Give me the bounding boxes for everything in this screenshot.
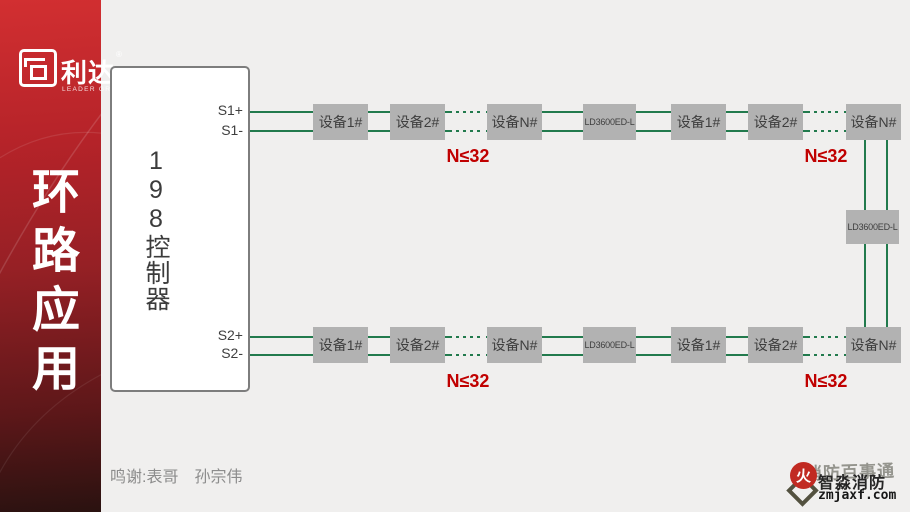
leader-logo-icon [19, 49, 57, 87]
terminal-s2-plus: S2+ [217, 327, 243, 343]
sidebar-arc-decoration [0, 113, 101, 474]
device-box: 设备N# [487, 327, 542, 363]
device-box: 设备2# [390, 327, 445, 363]
device-box: 设备2# [748, 104, 803, 140]
zhimiao-logo-icon: 火 [790, 462, 817, 489]
credit-text: 鸣谢:表哥 孙宗伟 [110, 469, 243, 486]
device-limit-label: N≤32 [804, 371, 848, 391]
flame-icon: 火 [795, 468, 811, 485]
isolator-box: LD3600ED-L [846, 210, 899, 244]
device-box: 设备2# [748, 327, 803, 363]
sidebar: 利达 ® LEADER GROUP 环路应用 [0, 0, 128, 512]
watermark-brand: 智淼消防 [818, 475, 887, 492]
terminal-s1-minus: S1- [221, 122, 243, 138]
leader-logo-icon-box [30, 65, 47, 80]
controller-label: 198控制器 [142, 147, 170, 312]
device-limit-label: N≤32 [804, 146, 848, 166]
isolator-box: LD3600ED-L [583, 327, 636, 363]
device-box: 设备N# [846, 104, 901, 140]
device-limit-label: N≤32 [446, 146, 490, 166]
device-box: 设备1# [313, 104, 368, 140]
loop-controller-box [110, 66, 250, 392]
isolator-box: LD3600ED-L [583, 104, 636, 140]
brand-subtitle: LEADER GROUP [62, 86, 130, 93]
device-box: 设备2# [390, 104, 445, 140]
device-box: 设备1# [671, 327, 726, 363]
terminal-s2-minus: S2- [221, 345, 243, 361]
leader-logo-icon-bar [24, 58, 45, 61]
brand-name: 利达 [61, 58, 116, 88]
terminal-s1-plus: S1+ [217, 102, 243, 118]
device-limit-label: N≤32 [446, 371, 490, 391]
device-box: 设备1# [671, 104, 726, 140]
watermark-site-url: zmjaxf.com [818, 488, 897, 503]
leader-logo-icon-stub [24, 58, 27, 67]
device-box: 设备N# [846, 327, 901, 363]
device-box: 设备N# [487, 104, 542, 140]
device-box: 设备1# [313, 327, 368, 363]
registered-mark: ® [116, 50, 122, 59]
page-title: 环路应用 [24, 166, 77, 402]
